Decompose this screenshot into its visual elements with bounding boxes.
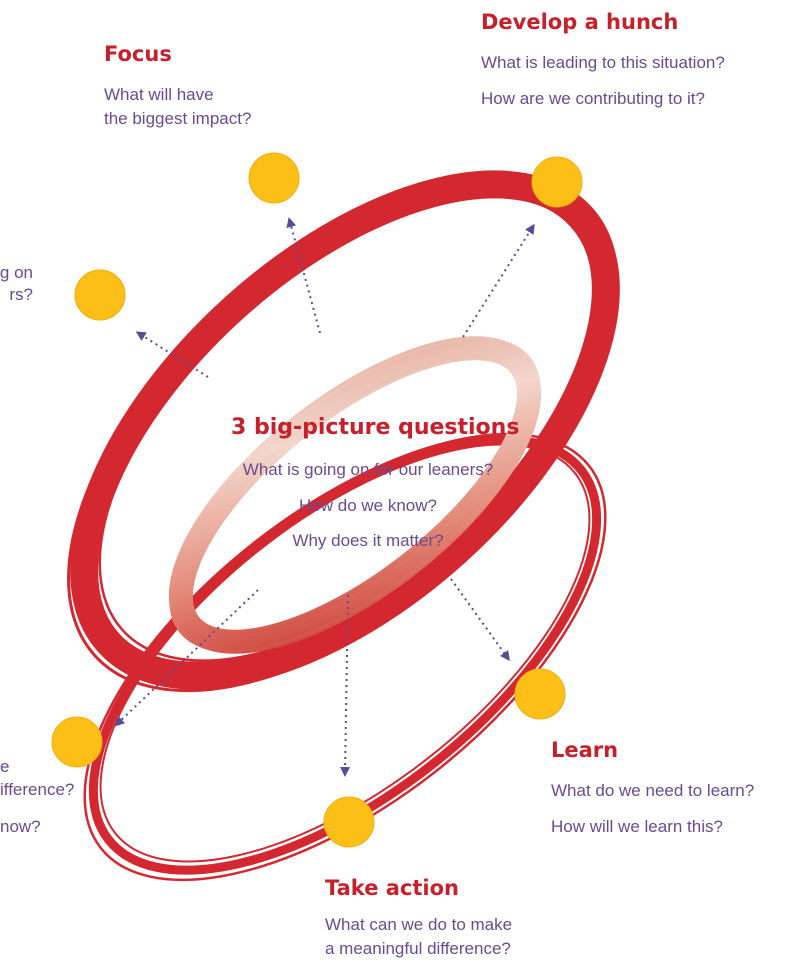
develop-hunch-title: Develop a hunch [481,10,679,34]
center-title: 3 big-picture questions [231,415,520,440]
learn-question-2: How will we learn this? [551,817,723,836]
take-action-question-1: What can we do to make [325,915,513,934]
left-lower-question-2: ifference? [0,780,75,799]
left-upper-question-1: g on [0,263,33,282]
arrow-to-focus [286,217,321,334]
inner-questions-ring [168,336,542,654]
arrow-to-left-lower [114,589,259,727]
left-upper-question-2: rs? [9,285,33,304]
center-question-2: How do we know? [299,496,437,515]
focus-title: Focus [104,42,172,66]
develop-hunch-question-1: What is leading to this situation? [481,53,725,72]
arrow-to-learn [450,578,510,662]
learn-node [514,668,566,720]
arrow-to-develop-hunch [462,223,535,338]
arrow-to-left-upper [135,331,209,378]
develop-hunch-node [531,156,583,208]
learn-question-1: What do we need to learn? [551,781,755,800]
focus-question-2: the biggest impact? [104,109,252,128]
left-lower-question-3: now? [0,817,41,836]
take-action-title: Take action [325,876,459,900]
learn-title: Learn [551,738,619,762]
outer-cycle-ring [67,170,620,693]
take-action-node [323,796,375,848]
center-question-1: What is going on for our leaners? [242,460,494,479]
left-upper-node [74,269,126,321]
develop-hunch-question-2: How are we contributing to it? [481,89,705,108]
lower-cycle-loop [83,432,607,882]
take-action-question-2: a meaningful difference? [325,939,511,958]
focus-node [248,152,300,204]
left-lower-node [51,716,103,768]
focus-question-1: What will have [104,85,214,104]
left-lower-question-1: e [0,757,10,776]
center-question-3: Why does it matter? [292,531,444,550]
